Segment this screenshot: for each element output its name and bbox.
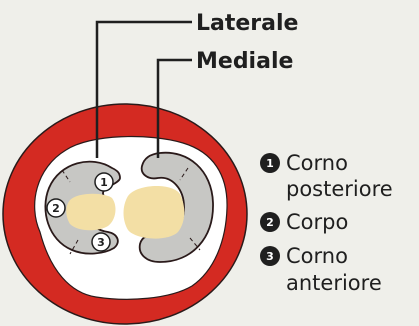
marker-1: 1 — [95, 173, 113, 191]
legend-marker-2-text: 2 — [266, 216, 274, 229]
marker-2: 2 — [47, 199, 65, 217]
marker-3-text: 3 — [97, 236, 105, 249]
legend-item-3-line2: anteriore — [286, 271, 382, 295]
legend: 1 Corno posteriore 2 Corpo 3 Corno anter… — [260, 151, 393, 295]
marker-1-text: 1 — [100, 176, 108, 189]
legend-item-1: 1 Corno posteriore — [260, 151, 393, 201]
legend-item-2-line1: Corpo — [286, 210, 348, 234]
legend-item-1-line1: Corno — [286, 151, 348, 175]
legend-item-3: 3 Corno anteriore — [260, 244, 382, 295]
marker-3: 3 — [92, 233, 110, 251]
lateral-cartilage — [66, 194, 115, 231]
label-medial: Mediale — [196, 49, 293, 74]
legend-marker-1-text: 1 — [266, 157, 274, 170]
legend-item-1-line2: posteriore — [286, 177, 393, 201]
legend-marker-3-text: 3 — [266, 250, 274, 263]
legend-item-2: 2 Corpo — [260, 210, 348, 234]
medial-cartilage — [124, 186, 185, 239]
marker-2-text: 2 — [52, 202, 60, 215]
legend-item-3-line1: Corno — [286, 244, 348, 268]
label-lateral: Laterale — [196, 11, 298, 36]
